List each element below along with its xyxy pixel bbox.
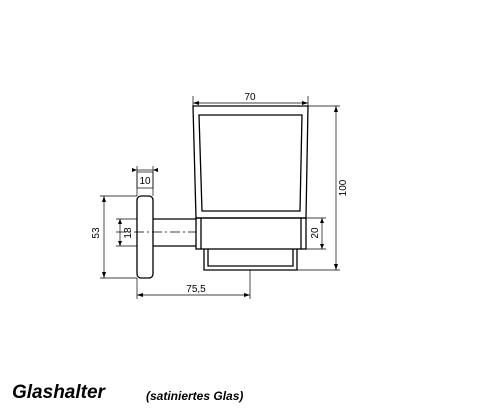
product-title: Glashalter — [12, 382, 105, 403]
arrowhead — [118, 241, 122, 246]
arrowhead — [193, 101, 199, 105]
arrowhead — [320, 218, 324, 223]
dim-label-18: 18 — [123, 227, 134, 239]
arrowhead — [102, 272, 106, 278]
glass-base — [203, 249, 298, 271]
dim-label-20: 20 — [310, 227, 321, 239]
arrowhead — [334, 264, 338, 270]
arrowhead — [302, 101, 308, 105]
arrowhead — [118, 219, 122, 224]
arrowhead — [320, 244, 324, 249]
dim-label-100: 100 — [338, 179, 349, 196]
holder-ring — [195, 217, 307, 250]
arrowhead — [102, 196, 106, 202]
glass-cup-inner — [198, 114, 303, 212]
arrowhead — [334, 106, 338, 112]
glass-base-inner — [207, 249, 294, 267]
wall-flange — [136, 195, 154, 279]
glass-cup-outline — [192, 105, 309, 219]
label-box-10 — [136, 171, 154, 189]
arrowhead — [244, 293, 250, 297]
dim-label-53: 53 — [91, 227, 102, 239]
arrowhead — [137, 293, 143, 297]
dim-label-70: 70 — [244, 92, 256, 103]
dim-label-10: 10 — [139, 176, 151, 187]
product-subtitle: (satiniertes Glas) — [146, 389, 244, 403]
dim-label-75-5: 75,5 — [186, 284, 206, 295]
arrowhead — [153, 168, 158, 172]
arrowhead — [132, 168, 137, 172]
